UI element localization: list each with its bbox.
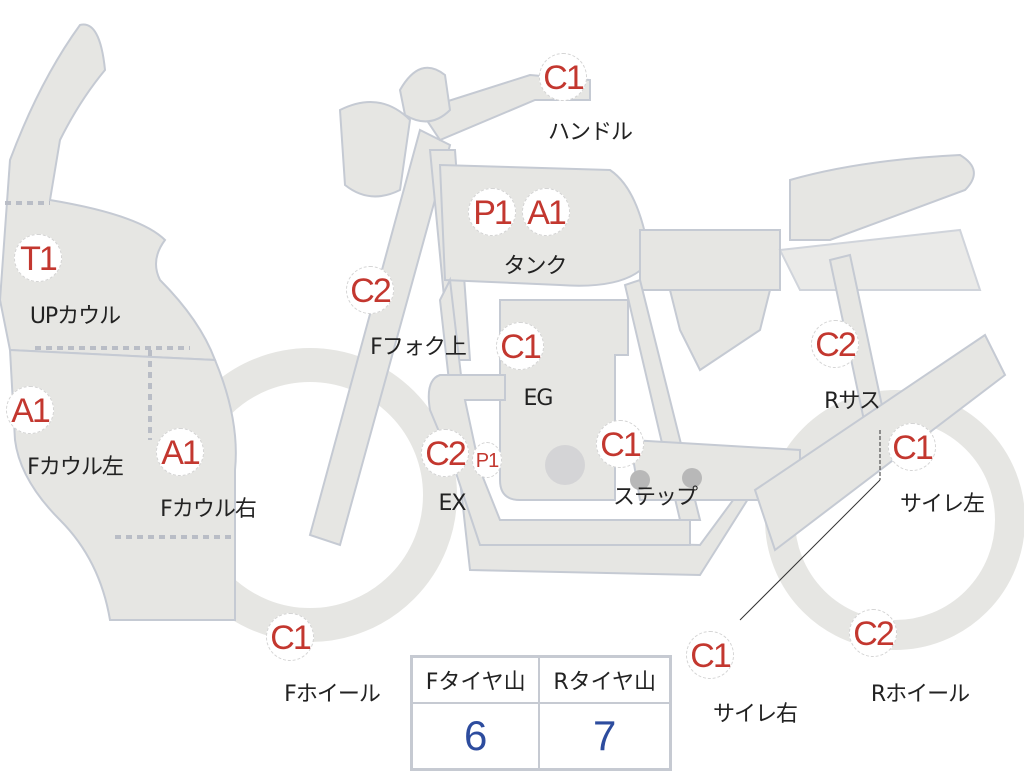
- part-label: ステップ: [612, 485, 698, 510]
- part-label: UPカウル: [29, 304, 121, 329]
- part-label: EX: [438, 491, 467, 516]
- code-badge-small: P1: [472, 442, 502, 478]
- code-badge: P1: [468, 188, 516, 236]
- lower-cowl-shape: [8, 348, 237, 621]
- code-badge: A1: [522, 188, 570, 236]
- seat-shape: [639, 229, 781, 291]
- part-label: Fフォク上: [370, 335, 467, 360]
- code-badge: A1: [6, 386, 54, 434]
- part-label: Fホイール: [284, 682, 381, 707]
- front-tire-value: 6: [410, 702, 541, 771]
- part-label: サイレ左: [899, 492, 985, 517]
- tire-tread-table: Fタイヤ山 Rタイヤ山 6 7: [410, 655, 672, 771]
- rear-tire-value: 7: [538, 702, 672, 771]
- part-label: Rサス: [824, 389, 881, 414]
- code-badge: C1: [496, 322, 544, 370]
- code-badge: C1: [596, 420, 644, 468]
- code-badge: C1: [686, 631, 734, 679]
- part-label: ハンドル: [547, 120, 633, 145]
- front-tire-header: Fタイヤ山: [410, 655, 541, 704]
- code-badge: T1: [14, 234, 62, 282]
- code-badge: C1: [266, 613, 314, 661]
- code-badge: C2: [346, 266, 394, 314]
- code-badge: C2: [849, 609, 897, 657]
- code-badge: C1: [539, 53, 587, 101]
- code-badge: A1: [156, 428, 204, 476]
- part-label: Fカウル右: [160, 497, 257, 522]
- exhaust-shape: [427, 374, 691, 546]
- code-badge: C2: [421, 429, 469, 477]
- code-badge: C1: [888, 423, 936, 471]
- part-label: タンク: [503, 254, 567, 279]
- code-badge: C2: [811, 320, 859, 368]
- part-label: Fカウル左: [27, 455, 124, 480]
- rear-tire-header: Rタイヤ山: [538, 655, 672, 704]
- part-label: サイレ右: [712, 702, 798, 727]
- part-label: EG: [523, 386, 554, 411]
- part-label: Rホイール: [870, 682, 970, 707]
